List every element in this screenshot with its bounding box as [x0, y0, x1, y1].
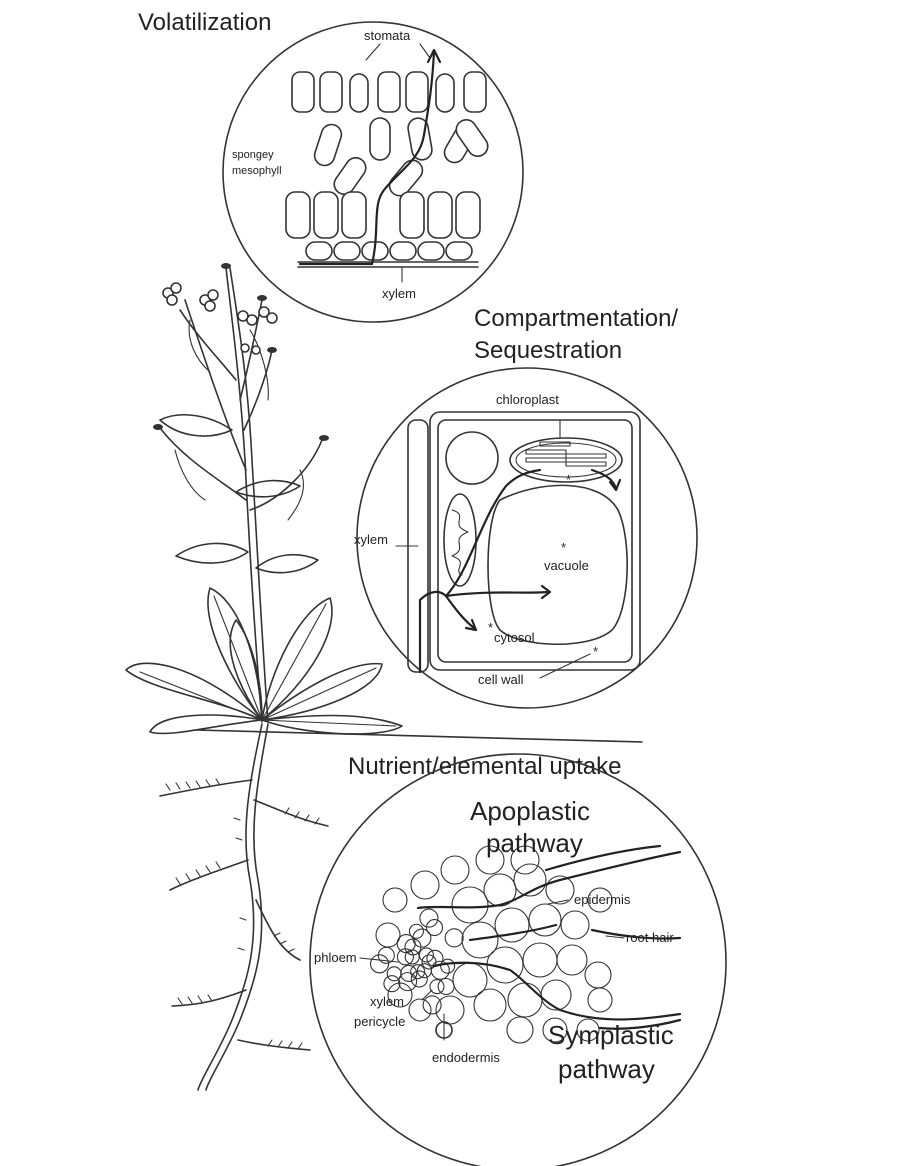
root-cell [441, 959, 455, 973]
label-stomata: stomata [364, 28, 411, 43]
bundle-sheath-cells [306, 242, 472, 260]
label-mesophyll: mesophyll [232, 165, 282, 177]
stem-branch [185, 300, 246, 470]
root-cell [409, 999, 431, 1021]
root-cell [585, 962, 611, 988]
label-apoplastic-pathway: pathway [486, 828, 583, 858]
marker-chloroplast: * [566, 472, 571, 487]
palisade-cells [286, 192, 480, 238]
ground-line [196, 730, 642, 742]
heading-sequestration: Sequestration [474, 337, 622, 364]
label-xylem-volatilization: xylem [382, 286, 416, 301]
root-cell [495, 908, 529, 942]
apoplastic-pathway-arrow [418, 852, 680, 908]
marker-cell-wall: * [593, 644, 598, 659]
label-xylem-compartment: xylem [354, 532, 388, 547]
stem-leaves [160, 415, 318, 573]
spongey-cells [312, 116, 492, 200]
label-root-hair: root hair [626, 930, 674, 945]
volatilization-panel: stomata spongey mesophyll xylem [223, 22, 523, 322]
label-chloroplast: chloroplast [496, 392, 559, 407]
root-cell [541, 980, 571, 1010]
marker-cytosol: * [488, 620, 493, 635]
label-symplastic: Symplastic [548, 1020, 674, 1050]
root-cell [453, 963, 487, 997]
root-cell [507, 1017, 533, 1043]
compartmentation-panel: * * * * chloroplast xylem vacuole cytoso… [354, 368, 697, 708]
root-cell [508, 983, 542, 1017]
root-cell [438, 979, 454, 995]
root-cell [420, 909, 438, 927]
root-cell [430, 980, 444, 994]
root-cell [376, 923, 400, 947]
mitochondrion [444, 494, 476, 586]
marker-vacuole: * [561, 540, 566, 555]
label-apoplastic: Apoplastic [470, 796, 590, 826]
label-spongey: spongey [232, 149, 274, 161]
root-cell [383, 888, 407, 912]
label-phloem: phloem [314, 950, 357, 965]
root-cell [411, 871, 439, 899]
label-epidermis: epidermis [574, 892, 631, 907]
root-cell [423, 996, 441, 1014]
root-cell [452, 887, 488, 923]
root-cell [474, 989, 506, 1021]
label-symplastic-pathway: pathway [558, 1054, 655, 1084]
label-cytosol: cytosol [494, 630, 535, 645]
uptake-panel: Apoplastic pathway epidermis root hair p… [310, 754, 726, 1166]
root-cell [445, 929, 463, 947]
plant-illustration [126, 263, 642, 1090]
label-pericycle: pericycle [354, 1014, 405, 1029]
nucleus [446, 432, 498, 484]
label-cell-wall: cell wall [478, 672, 524, 687]
stem-branch [250, 440, 322, 510]
root-cell [441, 856, 469, 884]
heading-compartmentation: Compartmentation/ [474, 305, 678, 332]
sequestration-pathway-arrow [420, 592, 446, 672]
root-cell [561, 911, 589, 939]
heading-volatilization: Volatilization [138, 9, 271, 36]
root-cell [529, 904, 561, 936]
label-vacuole: vacuole [544, 558, 589, 573]
root-system [160, 724, 328, 1090]
root-cell [523, 943, 557, 977]
label-endodermis: endodermis [432, 1050, 500, 1065]
label-xylem-uptake: xylem [370, 994, 404, 1009]
root-cell [557, 945, 587, 975]
root-cell [588, 988, 612, 1012]
upper-cell-row [292, 72, 486, 112]
symplastic-pathway-arrow [434, 963, 680, 1020]
